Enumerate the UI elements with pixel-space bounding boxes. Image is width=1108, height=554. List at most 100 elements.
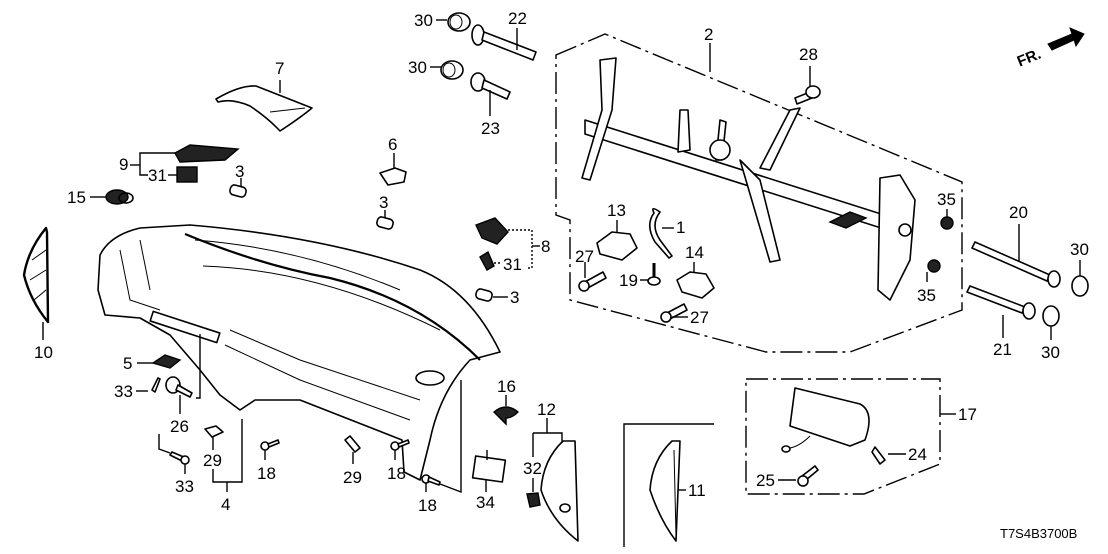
diagram-code: T7S4B3700B	[1000, 526, 1077, 541]
part-28-bolt[interactable]: 28	[794, 45, 821, 105]
part-27-bolt-left[interactable]: 27	[575, 247, 607, 292]
fr-label: FR.	[1015, 46, 1044, 71]
callout-18-middle: 18	[387, 464, 406, 483]
part-10-side-panel[interactable]: 10	[22, 226, 53, 362]
callout-4: 4	[221, 495, 230, 514]
callout-3-upper-left: 3	[235, 162, 244, 181]
callout-9: 9	[119, 155, 128, 174]
part-24-bolt[interactable]: 24	[871, 445, 927, 465]
callout-1: 1	[676, 218, 685, 237]
callout-14: 14	[685, 243, 704, 262]
part-18-screw-middle[interactable]: 18	[387, 439, 410, 483]
part-30-grommet-top-2[interactable]: 30	[408, 58, 464, 80]
callout-15: 15	[67, 188, 86, 207]
leader-26-bracket	[196, 334, 201, 399]
callout-33-upper: 33	[114, 382, 133, 401]
callout-17: 17	[958, 405, 977, 424]
callout-16: 16	[497, 377, 516, 396]
callout-35-upper: 35	[937, 190, 956, 209]
callout-23: 23	[481, 119, 500, 138]
callout-21: 21	[993, 340, 1012, 359]
dashboard-panel[interactable]	[97, 224, 501, 481]
callout-24: 24	[908, 445, 927, 464]
part-19-stud[interactable]: 19	[619, 263, 661, 290]
part-9-grille[interactable]: 9 31	[119, 144, 240, 185]
part-30-grommet-top-1[interactable]: 30	[414, 11, 471, 32]
front-direction-indicator: FR.	[1015, 27, 1085, 71]
callout-30-top-2: 30	[408, 58, 427, 77]
part-33-screw-upper[interactable]: 33	[114, 377, 161, 401]
callout-22: 22	[508, 9, 527, 28]
part-2-frame-assembly[interactable]: 2	[555, 25, 963, 353]
part-4-bracket-leader[interactable]: 4	[212, 419, 243, 514]
callout-34: 34	[476, 493, 495, 512]
callout-18-left: 18	[257, 464, 276, 483]
part-18-screw-left[interactable]: 18	[257, 439, 280, 483]
part-8-vent-grille[interactable]: 8 31	[475, 217, 550, 274]
callout-10: 10	[34, 343, 53, 362]
callout-32: 32	[523, 459, 542, 478]
part-23-bolt[interactable]: 23	[470, 72, 511, 138]
part-12-side-cover[interactable]: 12 32	[523, 400, 579, 542]
part-35-nut-upper[interactable]: 35	[937, 190, 956, 230]
part-1-bracket[interactable]: 1	[648, 207, 686, 259]
part-26-bolt[interactable]: 26	[165, 376, 193, 436]
part-14-bracket[interactable]: 14	[676, 243, 715, 299]
part-16-plug[interactable]: 16	[492, 377, 520, 426]
callout-19: 19	[619, 271, 638, 290]
part-22-bolt[interactable]: 22	[471, 9, 537, 61]
part-30-grommet-right-1[interactable]: 30	[1070, 240, 1089, 297]
part-35-nut-lower[interactable]: 35	[917, 259, 941, 305]
part-17-airbag-module[interactable]: 17	[745, 378, 977, 495]
part-3-cap-right[interactable]: 3	[475, 288, 519, 307]
part-29-clip-middle[interactable]: 29	[343, 435, 362, 487]
part-5-bracket[interactable]: 5	[123, 354, 182, 373]
callout-31-right: 31	[503, 255, 522, 274]
callout-8: 8	[541, 237, 550, 256]
callout-2: 2	[704, 25, 713, 44]
callout-30-right-2: 30	[1041, 343, 1060, 362]
part-18-screw-right[interactable]: 18	[418, 380, 462, 515]
part-29-clip-left[interactable]: 29	[203, 425, 224, 470]
callout-30-top-1: 30	[414, 11, 433, 30]
part-33-screw-lower[interactable]: 33	[158, 434, 194, 496]
part-15-speaker-grille[interactable]: 15	[67, 188, 134, 207]
part-21-bolt[interactable]: 21	[966, 285, 1036, 359]
part-3-cap-left[interactable]: 3	[229, 162, 247, 198]
callout-18-right: 18	[418, 496, 437, 515]
callout-29-middle: 29	[343, 468, 362, 487]
callout-12: 12	[537, 400, 556, 419]
callout-28: 28	[799, 45, 818, 64]
part-11-side-cover[interactable]: 11	[623, 423, 714, 547]
callout-20: 20	[1009, 203, 1028, 222]
callout-31-left: 31	[148, 166, 167, 185]
callout-26: 26	[170, 417, 189, 436]
part-30-grommet-right-2[interactable]: 30	[1041, 305, 1060, 362]
callout-27-left: 27	[575, 247, 594, 266]
callout-5: 5	[123, 354, 132, 373]
callout-27-right: 27	[690, 308, 709, 327]
callout-33-lower: 33	[175, 477, 194, 496]
part-6-bracket[interactable]: 6	[379, 135, 407, 186]
part-7-cover[interactable]: 7	[215, 59, 313, 132]
part-31-clip[interactable]	[176, 166, 198, 183]
callout-35-lower: 35	[917, 286, 936, 305]
part-34-label[interactable]: 34	[471, 450, 507, 512]
callout-3-right: 3	[510, 288, 519, 307]
part-20-bolt[interactable]: 20	[971, 203, 1061, 288]
part-27-bolt-right[interactable]: 27	[660, 303, 709, 327]
part-25-bolt[interactable]: 25	[756, 465, 819, 490]
callout-3-middle: 3	[379, 193, 388, 212]
front-arrow-icon	[1047, 27, 1085, 51]
callout-25: 25	[756, 471, 775, 490]
callout-29-left: 29	[203, 451, 222, 470]
callout-30-right-1: 30	[1070, 240, 1089, 259]
callout-13: 13	[607, 201, 626, 220]
part-32-clip[interactable]	[526, 492, 541, 508]
part-3-cap-middle[interactable]: 3	[376, 193, 394, 230]
callout-7: 7	[275, 59, 284, 78]
callout-6: 6	[388, 135, 397, 154]
part-31-clip-right[interactable]	[479, 250, 495, 271]
part-13-bracket[interactable]: 13	[596, 201, 638, 261]
